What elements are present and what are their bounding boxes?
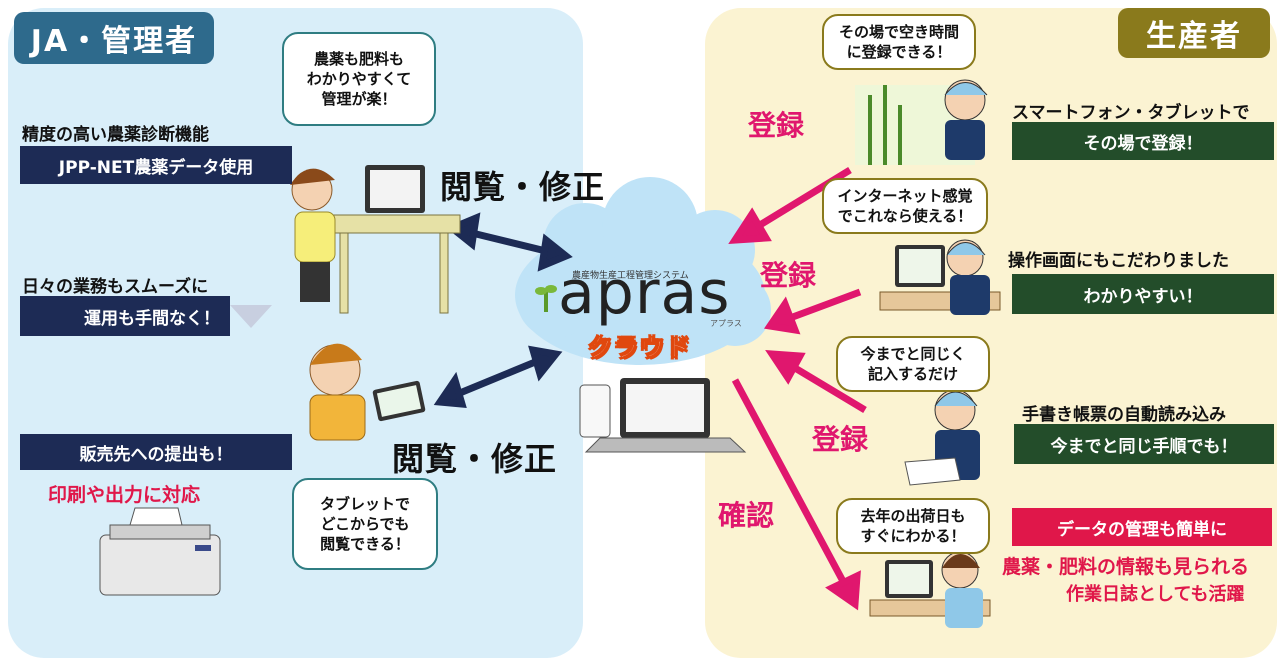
logo-subtitle: 農産物生産工程管理システム [572, 271, 689, 281]
producer-woman-illustration [869, 551, 991, 628]
feature1-box: JPP-NET農薬データ使用 [20, 146, 292, 184]
printer-illustration [99, 507, 221, 596]
arrow-label-confirm: 確認 [718, 499, 775, 532]
producer-tag: 生産者 [1118, 8, 1270, 58]
arrow-label-register-3: 登録 [812, 423, 869, 456]
admin-speech-bubble-1: 農薬も肥料も わかりやすくて 管理が楽！ [282, 32, 436, 126]
producer-bubble-2: インターネット感覚 でこれなら使える！ [822, 178, 988, 234]
producer-writing-illustration [904, 389, 980, 486]
producer-feature1-label: スマートフォン・タブレットで [1012, 103, 1250, 123]
producer-feature2-label: 操作画面にもこだわりました [1008, 251, 1229, 271]
logo-name: apras [558, 258, 731, 328]
arrow-label-register-2: 登録 [760, 259, 817, 292]
feature3-red-text: 印刷や出力に対応 [48, 484, 201, 506]
producer-feature3-box: 今までと同じ手順でも！ [1014, 424, 1274, 464]
register-arrow-3-icon [765, 350, 867, 414]
feature2-label: 日々の業務もスムーズに [22, 277, 209, 297]
producer-bubble-1: その場で空き時間 に登録できる！ [822, 14, 976, 70]
action-view-edit-bottom: 閲覧・修正 [392, 440, 558, 478]
register-arrow-2-icon [764, 288, 862, 335]
logo-kana: アプラス [710, 319, 742, 328]
admin-speech-bubble-2: タブレットで どこからでも 閲覧できる！ [292, 478, 438, 570]
logo-sprout-icon [535, 282, 557, 312]
producer-panel [705, 8, 1277, 658]
producer-laptop-illustration [879, 239, 1001, 315]
double-arrow-top-icon [445, 212, 573, 272]
down-triangle-icon [230, 305, 272, 328]
cloud-shape [515, 177, 771, 365]
producer-feature2-box: わかりやすい！ [1012, 274, 1274, 314]
feature3-box: 販売先への提出も！ [20, 434, 292, 470]
cloud-label: クラウド [588, 334, 692, 363]
admin-person-tablet-illustration [309, 343, 426, 441]
admin-person-laptop-illustration [290, 165, 461, 314]
double-arrow-bottom-icon [433, 345, 563, 408]
ja-admin-tag: JA・管理者 [14, 12, 214, 64]
action-view-edit-top: 閲覧・修正 [440, 168, 606, 206]
producer-field-illustration [855, 79, 988, 165]
feature1-label: 精度の高い農薬診断機能 [22, 125, 209, 145]
producer-feature3-label: 手書き帳票の自動読み込み [1022, 405, 1226, 425]
confirm-arrow-icon [731, 378, 861, 611]
producer-bubble-3: 今までと同じく 記入するだけ [836, 336, 990, 392]
arrow-label-register-1: 登録 [748, 109, 805, 142]
producer-bubble-4: 去年の出荷日も すぐにわかる！ [836, 498, 990, 554]
producer-feature1-box: その場で登録！ [1012, 122, 1274, 160]
producer-feature4-red2: 作業日誌としても活躍 [1066, 584, 1245, 605]
producer-feature4-box: データの管理も簡単に [1012, 508, 1272, 546]
producer-feature4-red1: 農薬・肥料の情報も見られる [1002, 556, 1250, 578]
feature2-box: 運用も手間なく！ [20, 296, 230, 336]
cloud-laptop-illustration [579, 378, 747, 453]
